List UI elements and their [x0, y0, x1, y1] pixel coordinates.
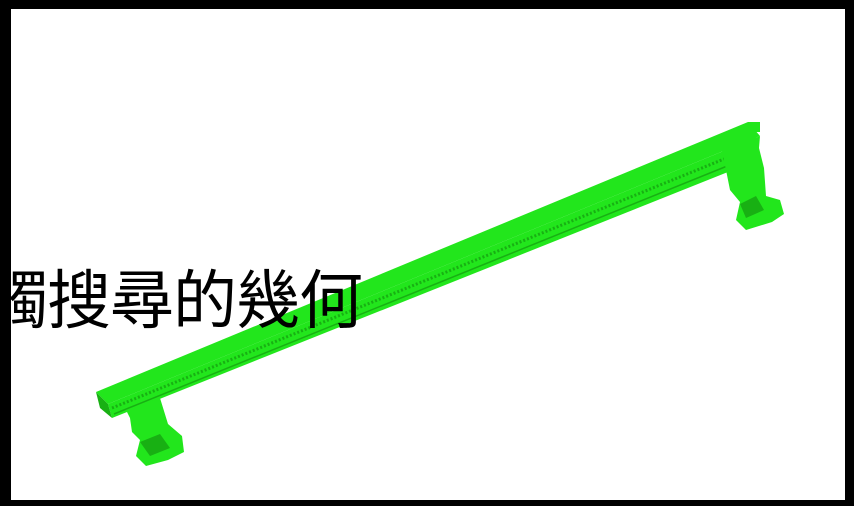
right-end-bracket	[722, 122, 784, 230]
rail-front-face	[108, 136, 760, 418]
rail-lower-edge-line	[113, 155, 753, 415]
rail-top-face	[96, 122, 760, 404]
left-end-bracket	[126, 398, 184, 466]
rail-part	[96, 122, 784, 466]
rail-left-end	[96, 392, 112, 418]
slide-caption: 觸搜尋的幾何	[0, 265, 363, 339]
